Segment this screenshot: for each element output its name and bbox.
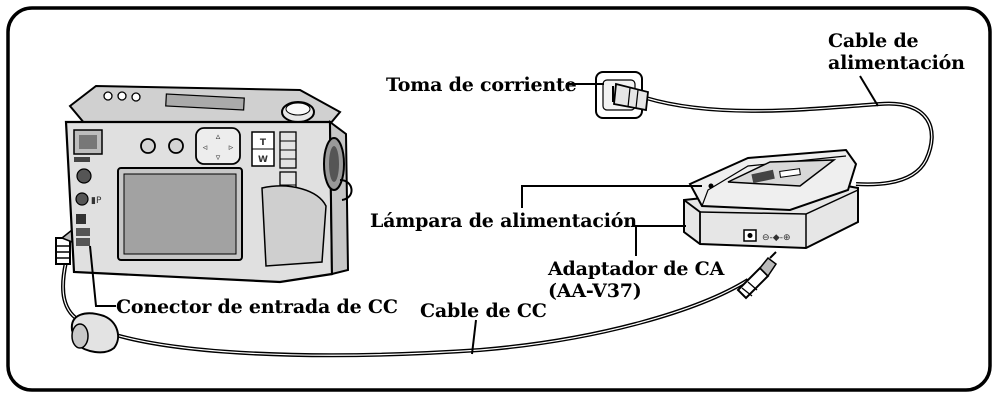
adapter-label-line1: Adaptador de CA (548, 258, 725, 280)
svg-text:⊖-◆-⊕: ⊖-◆-⊕ (762, 233, 791, 243)
dc-cable-label-text: Cable de CC (420, 300, 547, 322)
power-cord-label-line1: Cable de (828, 30, 919, 52)
adapter-label: Adaptador de CA (AA-V37) (548, 258, 724, 302)
outlet-label-text: Toma de corriente (386, 74, 577, 96)
ferrite-core (70, 312, 120, 354)
wall-outlet (595, 71, 649, 119)
power-lamp-label-text: Lámpara de alimentación (370, 210, 637, 232)
dc-cable-leader (471, 319, 477, 355)
outlet-label: Toma de corriente (386, 74, 577, 96)
svg-text:▮P: ▮P (91, 196, 102, 206)
svg-text:▵: ▵ (216, 132, 221, 142)
diagram-frame (6, 6, 992, 392)
dc-input-label-text: Conector de entrada de CC (116, 296, 398, 318)
leader-lines (89, 75, 879, 355)
power-lamp-label: Lámpara de alimentación (370, 210, 637, 232)
power-cord-leader (859, 75, 879, 107)
dc-cable-label: Cable de CC (420, 300, 547, 322)
zoom-tele-key: T (260, 138, 267, 148)
power-lamp-indicator (708, 183, 714, 189)
svg-text:▹: ▹ (229, 143, 234, 153)
adapter-leader (635, 225, 686, 256)
adapter-label-line2: (AA-V37) (548, 280, 642, 302)
digital-camera: ▵ ▿ ◃ ▹ T W ▮P (64, 84, 353, 284)
dc-input-jack (76, 228, 90, 236)
dc-input-leader (89, 245, 116, 307)
svg-text:◃: ◃ (203, 143, 208, 153)
power-lamp-leader (521, 185, 702, 208)
svg-text:▿: ▿ (216, 153, 221, 163)
dc-input-label: Conector de entrada de CC (116, 296, 398, 318)
power-cord (645, 96, 934, 187)
power-cord-label: Cable de alimentación (828, 30, 965, 74)
ac-adapter: ⊖-◆-⊕ (683, 148, 859, 250)
zoom-wide-key: W (258, 155, 268, 165)
dc-plug-adapter (736, 251, 778, 300)
power-cord-label-line2: alimentación (828, 52, 965, 74)
